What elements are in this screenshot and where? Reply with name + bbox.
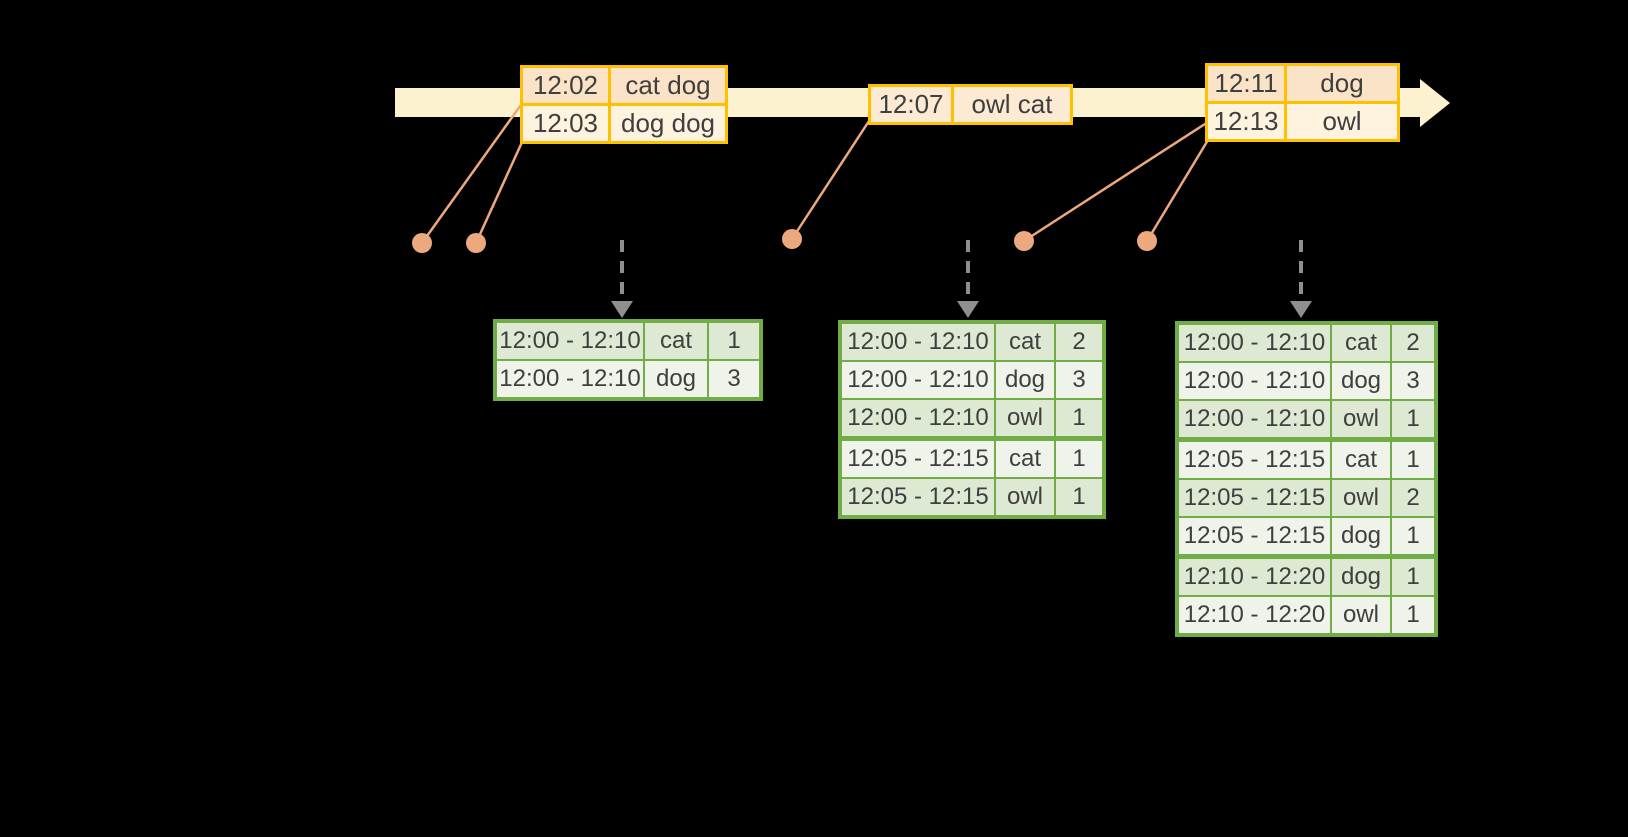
window-cell: 12:00 - 12:10 [842, 362, 994, 398]
word-cell: cat [645, 323, 707, 359]
word-cell: cat [996, 441, 1054, 477]
event-words: cat dog [611, 68, 725, 103]
connector-line [1023, 120, 1209, 243]
count-cell: 1 [1392, 442, 1434, 478]
event-dot [466, 233, 486, 253]
table-row: 12:07 owl cat [871, 87, 1070, 122]
window-cell: 12:00 - 12:10 [497, 323, 643, 359]
word-cell: dog [1332, 518, 1390, 554]
table-row: 12:05 - 12:15 cat 1 [842, 441, 1102, 477]
table-row: 12:00 - 12:10 dog 3 [1179, 363, 1434, 399]
event-time: 12:07 [871, 87, 951, 122]
table-row: 12:10 - 12:20 dog 1 [1179, 559, 1434, 595]
window-cell: 12:00 - 12:10 [1179, 325, 1330, 361]
trigger-arrowhead-icon [611, 301, 633, 318]
word-cell: dog [1332, 363, 1390, 399]
word-cell: owl [1332, 480, 1390, 516]
event-dot [1014, 231, 1034, 251]
count-cell: 2 [1392, 480, 1434, 516]
window-cell: 12:00 - 12:10 [842, 324, 994, 360]
window-cell: 12:00 - 12:10 [497, 361, 643, 397]
count-cell: 1 [1392, 518, 1434, 554]
trigger-arrowhead-icon [1290, 301, 1312, 318]
result-table-3: 12:00 - 12:10 cat 2 12:00 - 12:10 dog 3 … [1175, 321, 1438, 637]
event-table-1: 12:02 cat dog 12:03 dog dog [520, 65, 728, 144]
word-cell: cat [1332, 325, 1390, 361]
table-row: 12:00 - 12:10 dog 3 [497, 361, 759, 397]
connector-line [790, 120, 871, 240]
count-cell: 3 [709, 361, 759, 397]
event-words: dog dog [611, 106, 725, 141]
window-cell: 12:05 - 12:15 [1179, 480, 1330, 516]
window-cell: 12:10 - 12:20 [1179, 597, 1330, 633]
event-table-2: 12:07 owl cat [868, 84, 1073, 125]
table-row: 12:03 dog dog [523, 106, 725, 141]
window-cell: 12:05 - 12:15 [1179, 518, 1330, 554]
count-cell: 1 [709, 323, 759, 359]
word-cell: owl [996, 479, 1054, 515]
word-cell: cat [1332, 442, 1390, 478]
table-row: 12:00 - 12:10 cat 2 [1179, 325, 1434, 361]
count-cell: 1 [1056, 479, 1102, 515]
count-cell: 1 [1056, 441, 1102, 477]
window-cell: 12:05 - 12:15 [1179, 442, 1330, 478]
table-row: 12:00 - 12:10 dog 3 [842, 362, 1102, 398]
event-dot [412, 233, 432, 253]
count-cell: 2 [1392, 325, 1434, 361]
event-time: 12:03 [523, 106, 608, 141]
result-table-2: 12:00 - 12:10 cat 2 12:00 - 12:10 dog 3 … [838, 320, 1106, 519]
table-row: 12:00 - 12:10 owl 1 [1179, 401, 1434, 437]
window-cell: 12:05 - 12:15 [842, 441, 994, 477]
count-cell: 3 [1392, 363, 1434, 399]
table-row: 12:00 - 12:10 cat 2 [842, 324, 1102, 360]
table-row: 12:11 dog [1208, 66, 1397, 101]
count-cell: 1 [1392, 559, 1434, 595]
word-cell: owl [1332, 401, 1390, 437]
window-cell: 12:00 - 12:10 [1179, 401, 1330, 437]
event-words: owl [1287, 104, 1397, 139]
event-time: 12:02 [523, 68, 608, 103]
event-words: dog [1287, 66, 1397, 101]
table-row: 12:02 cat dog [523, 68, 725, 103]
count-cell: 1 [1392, 401, 1434, 437]
word-cell: owl [1332, 597, 1390, 633]
table-row: 12:05 - 12:15 cat 1 [1179, 442, 1434, 478]
count-cell: 1 [1056, 400, 1102, 436]
result-table-1: 12:00 - 12:10 cat 1 12:00 - 12:10 dog 3 [493, 319, 763, 401]
table-row: 12:00 - 12:10 owl 1 [842, 400, 1102, 436]
window-cell: 12:10 - 12:20 [1179, 559, 1330, 595]
word-cell: dog [645, 361, 707, 397]
window-cell: 12:00 - 12:10 [842, 400, 994, 436]
event-dot [782, 229, 802, 249]
table-row: 12:05 - 12:15 owl 2 [1179, 480, 1434, 516]
window-cell: 12:00 - 12:10 [1179, 363, 1330, 399]
connector-line [1145, 139, 1210, 242]
table-row: 12:10 - 12:20 owl 1 [1179, 597, 1434, 633]
connector-line [474, 139, 525, 244]
trigger-arrowhead-icon [957, 301, 979, 318]
window-cell: 12:05 - 12:15 [842, 479, 994, 515]
word-cell: owl [996, 400, 1054, 436]
word-cell: dog [996, 362, 1054, 398]
table-row: 12:00 - 12:10 cat 1 [497, 323, 759, 359]
count-cell: 2 [1056, 324, 1102, 360]
event-table-3: 12:11 dog 12:13 owl [1205, 63, 1400, 142]
count-cell: 1 [1392, 597, 1434, 633]
connector-line [420, 101, 525, 244]
table-row: 12:05 - 12:15 owl 1 [842, 479, 1102, 515]
table-row: 12:05 - 12:15 dog 1 [1179, 518, 1434, 554]
word-cell: dog [1332, 559, 1390, 595]
count-cell: 3 [1056, 362, 1102, 398]
event-words: owl cat [954, 87, 1070, 122]
event-time: 12:11 [1208, 66, 1284, 101]
event-dot [1137, 231, 1157, 251]
table-row: 12:13 owl [1208, 104, 1397, 139]
event-time: 12:13 [1208, 104, 1284, 139]
word-cell: cat [996, 324, 1054, 360]
